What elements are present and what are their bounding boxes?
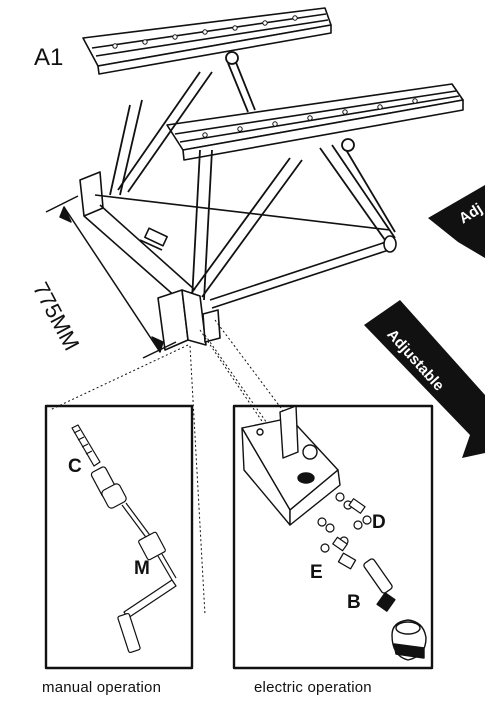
parts-d-e <box>317 492 372 553</box>
upper-banner-shape <box>428 185 485 258</box>
manual-panel-frame <box>44 404 194 670</box>
lower-platform <box>166 83 464 161</box>
lower-banner-shape <box>364 300 485 458</box>
figure-id-label: A1 <box>34 44 64 71</box>
part-label-e: E <box>310 562 323 583</box>
dimension-line <box>45 195 177 359</box>
part-label-b: B <box>347 592 361 613</box>
part-label-m: M <box>134 558 150 579</box>
electric-motor <box>391 619 427 661</box>
upper-platform <box>82 7 332 75</box>
part-label-d: D <box>372 512 386 533</box>
manual-operation-caption: manual operation <box>42 679 162 696</box>
base-frame <box>79 171 397 351</box>
electric-operation-caption: electric operation <box>254 679 372 696</box>
electric-panel-frame <box>232 404 434 670</box>
gearbox-housing <box>241 405 341 526</box>
scissor-arms <box>109 51 396 301</box>
part-label-c: C <box>68 456 82 477</box>
leader-lines <box>49 319 301 616</box>
part-b-shaft <box>337 552 396 612</box>
manual-crank-assembly <box>71 424 177 654</box>
